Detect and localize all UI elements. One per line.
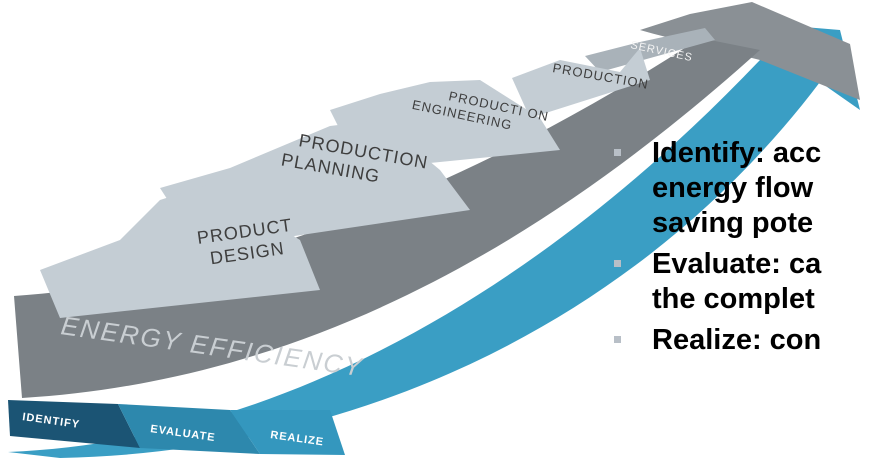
bullet-identify-line1: Identify: acc [652, 137, 822, 169]
phase-evaluate [118, 404, 260, 454]
phase-identify [8, 400, 140, 448]
stage-panel-product-design [40, 184, 320, 318]
bullet-realize: Realize: con [596, 323, 892, 358]
bullet-realize-line1: Realize: con [652, 324, 822, 356]
bullet-identify: Identify: acc energy flow saving pote [596, 136, 892, 241]
stage-panel-services [585, 28, 715, 72]
phase-realize [230, 410, 345, 455]
bullet-identify-line3: saving pote [652, 207, 814, 239]
stage-panel-production [512, 48, 650, 118]
bullet-evaluate-line1: Evaluate: ca [652, 248, 822, 280]
bullet-evaluate-line2: the complet [652, 283, 815, 315]
bullet-list: Identify: acc energy flow saving pote Ev… [596, 136, 892, 364]
bullet-evaluate: Evaluate: ca the complet [596, 247, 892, 317]
bullet-identify-line2: energy flow [652, 172, 814, 204]
